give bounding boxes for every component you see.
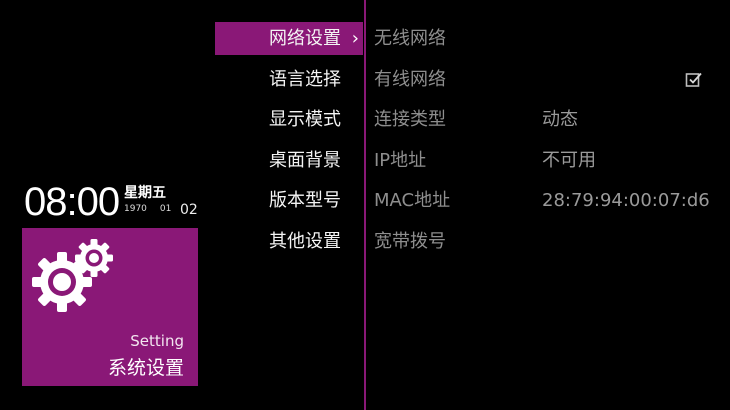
clock-weekday: 星期五	[124, 185, 166, 201]
menu-item-label: 版本型号	[269, 190, 341, 212]
menu-item-label: 桌面背景	[269, 149, 341, 171]
checkbox-checked-icon[interactable]	[685, 71, 703, 89]
clock-month: 01	[159, 204, 172, 214]
mac-address-value: 28:79:94:00:07:d6	[542, 190, 710, 212]
menu-item-label: 语言选择	[269, 68, 341, 90]
menu-item-label: 网络设置	[269, 28, 341, 49]
menu-item-version[interactable]: 版本型号	[215, 184, 363, 217]
menu-item-network[interactable]: 网络设置 ›	[215, 22, 363, 55]
system-settings-tile[interactable]: Setting 系统设置	[22, 228, 198, 386]
row-wired[interactable]: 有线网络	[374, 63, 714, 104]
menu-item-language[interactable]: 语言选择	[215, 63, 363, 96]
clock-date: 1970 01	[124, 204, 184, 214]
row-ip-address[interactable]: IP地址 不可用	[374, 144, 714, 185]
clock-time: 08:00	[24, 180, 120, 224]
network-settings-panel: 无线网络 有线网络 连接类型 动态 IP地址 不可用 MAC地址 28:79:9…	[374, 22, 714, 266]
row-wireless[interactable]: 无线网络	[374, 22, 714, 63]
menu-item-label: 显示模式	[269, 109, 341, 131]
row-label: IP地址	[374, 149, 427, 171]
panel-divider	[364, 0, 366, 410]
chevron-right-icon: ›	[351, 28, 359, 49]
gears-icon	[32, 239, 113, 312]
settings-menu: 网络设置 › 语言选择 显示模式 桌面背景 版本型号 其他设置	[215, 22, 363, 266]
clock-day: 02	[180, 202, 198, 218]
menu-item-wallpaper[interactable]: 桌面背景	[215, 144, 363, 177]
row-label: MAC地址	[374, 190, 451, 212]
row-connection-type[interactable]: 连接类型 动态	[374, 103, 714, 144]
menu-item-display-mode[interactable]: 显示模式	[215, 103, 363, 136]
menu-item-other[interactable]: 其他设置	[215, 225, 363, 258]
row-broadband-dialup[interactable]: 宽带拨号	[374, 225, 714, 266]
tile-title: 系统设置	[107, 357, 184, 379]
menu-item-label: 其他设置	[269, 230, 341, 252]
ip-address-value: 不可用	[542, 149, 596, 171]
row-label: 无线网络	[374, 28, 446, 49]
connection-type-value: 动态	[542, 109, 578, 131]
tile-subtitle-en: Setting	[130, 332, 184, 350]
clock-year: 1970	[124, 204, 147, 214]
row-label: 有线网络	[374, 68, 446, 90]
row-label: 宽带拨号	[374, 230, 446, 252]
row-mac-address[interactable]: MAC地址 28:79:94:00:07:d6	[374, 184, 714, 225]
row-label: 连接类型	[374, 109, 446, 131]
